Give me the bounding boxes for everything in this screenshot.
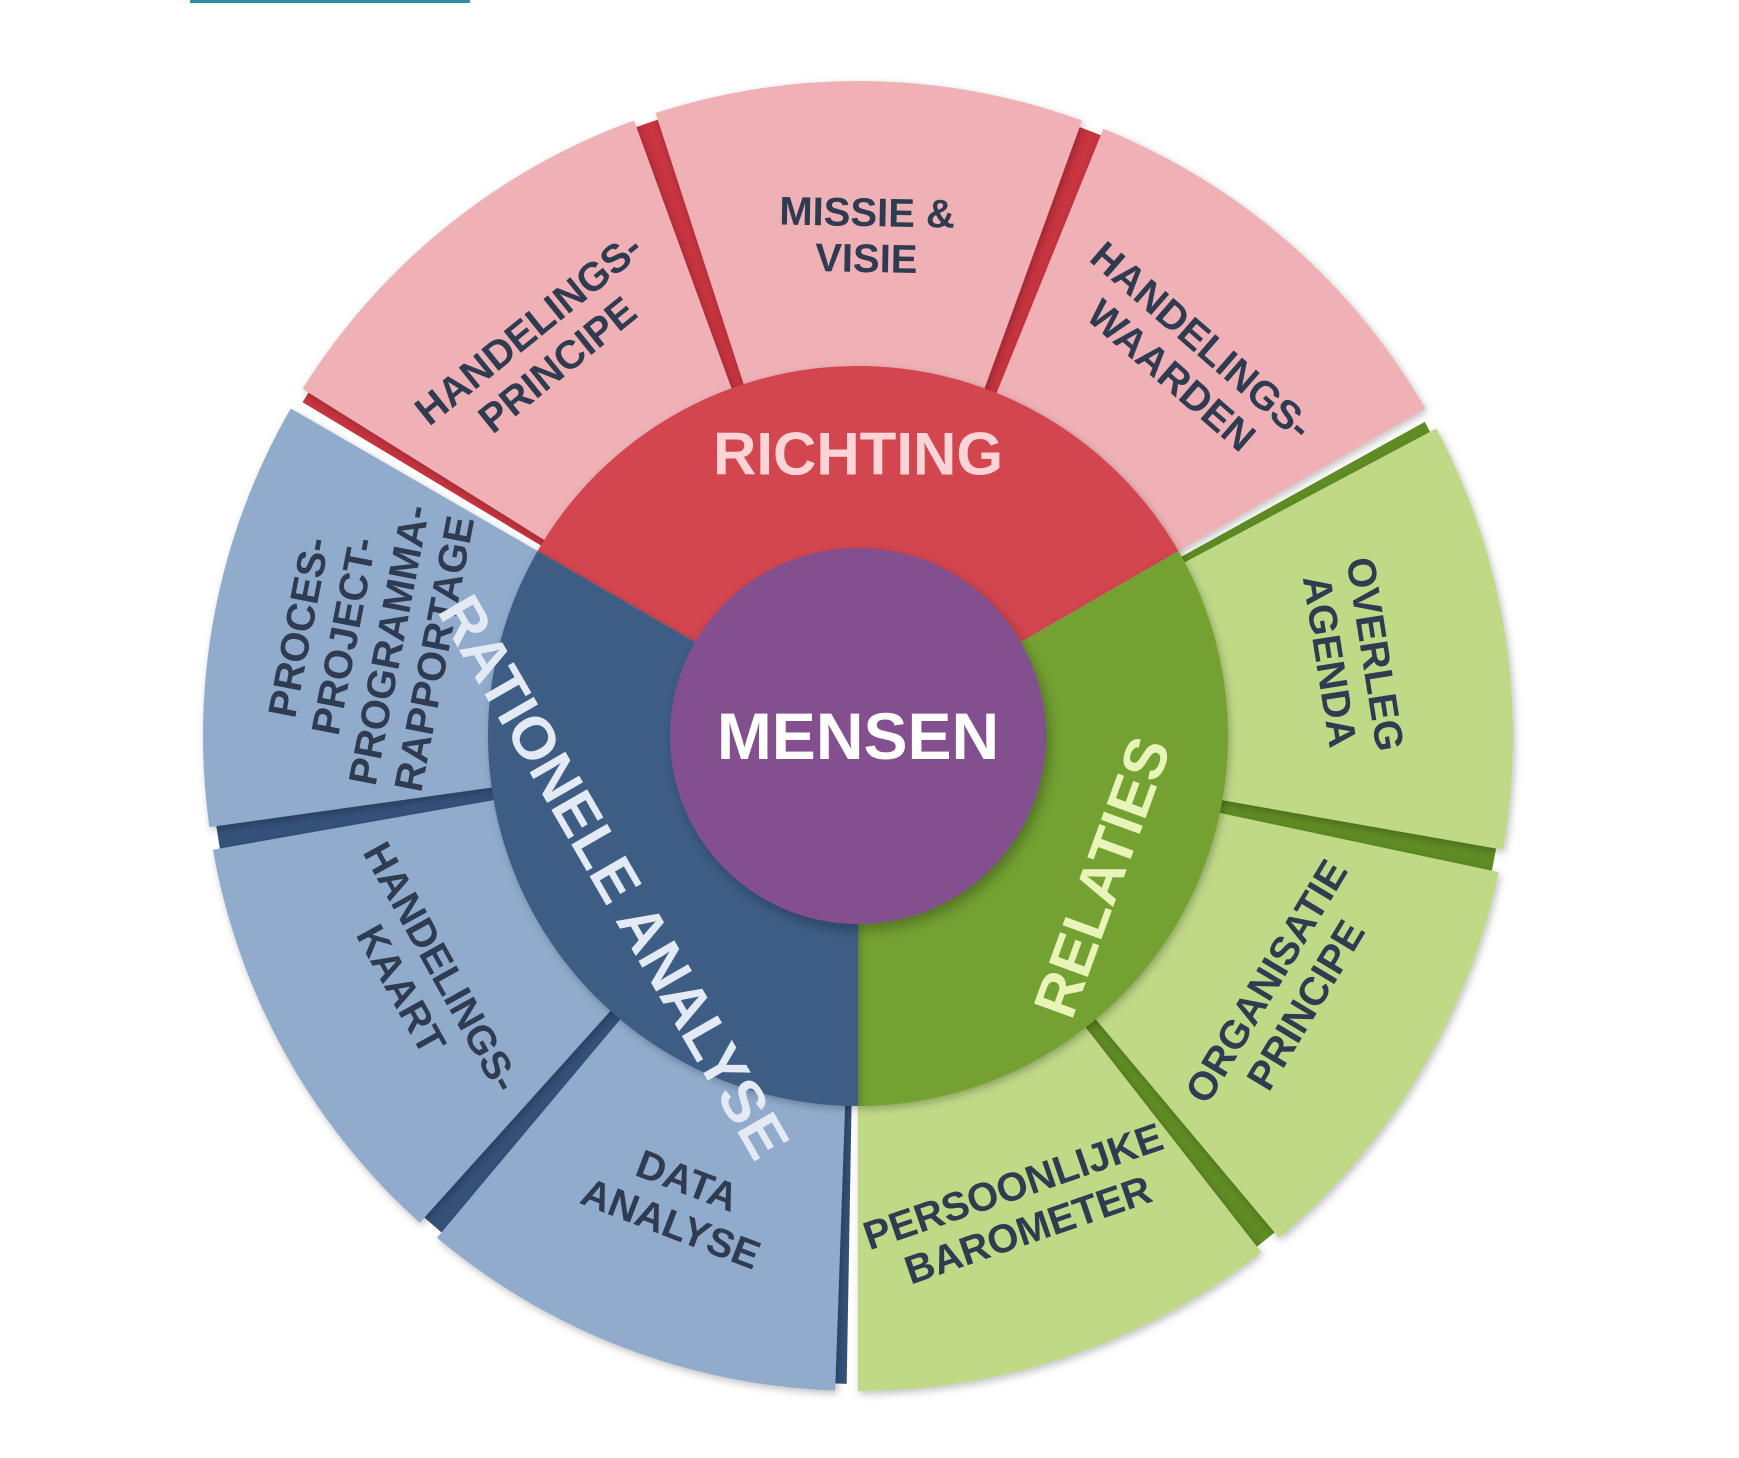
- segment-label-line: MISSIE &: [779, 190, 955, 237]
- ring-relaties: [858, 551, 1229, 1106]
- ring-label-richting: RICHTING: [713, 421, 1003, 488]
- segment-relaties-0: [1158, 428, 1513, 850]
- ring-rationele-analyse: [487, 551, 858, 1106]
- top-edge-mark: [190, 0, 470, 3]
- segment-rationele-analyse-1: [212, 795, 631, 1223]
- ring-richting: [537, 366, 1179, 643]
- segment-rationele-analyse-2: [202, 408, 564, 828]
- hub: MENSEN: [670, 548, 1046, 924]
- hub-circle: [670, 548, 1046, 924]
- hub-label: MENSEN: [717, 699, 999, 773]
- segment-rationele-analyse-0: [436, 996, 847, 1391]
- segment-richting-1: [655, 81, 1083, 417]
- segment-label-line: VISIE: [815, 236, 918, 282]
- segment-label-richting-1: MISSIE &VISIE: [778, 190, 955, 283]
- segment-relaties-2: [858, 1003, 1262, 1391]
